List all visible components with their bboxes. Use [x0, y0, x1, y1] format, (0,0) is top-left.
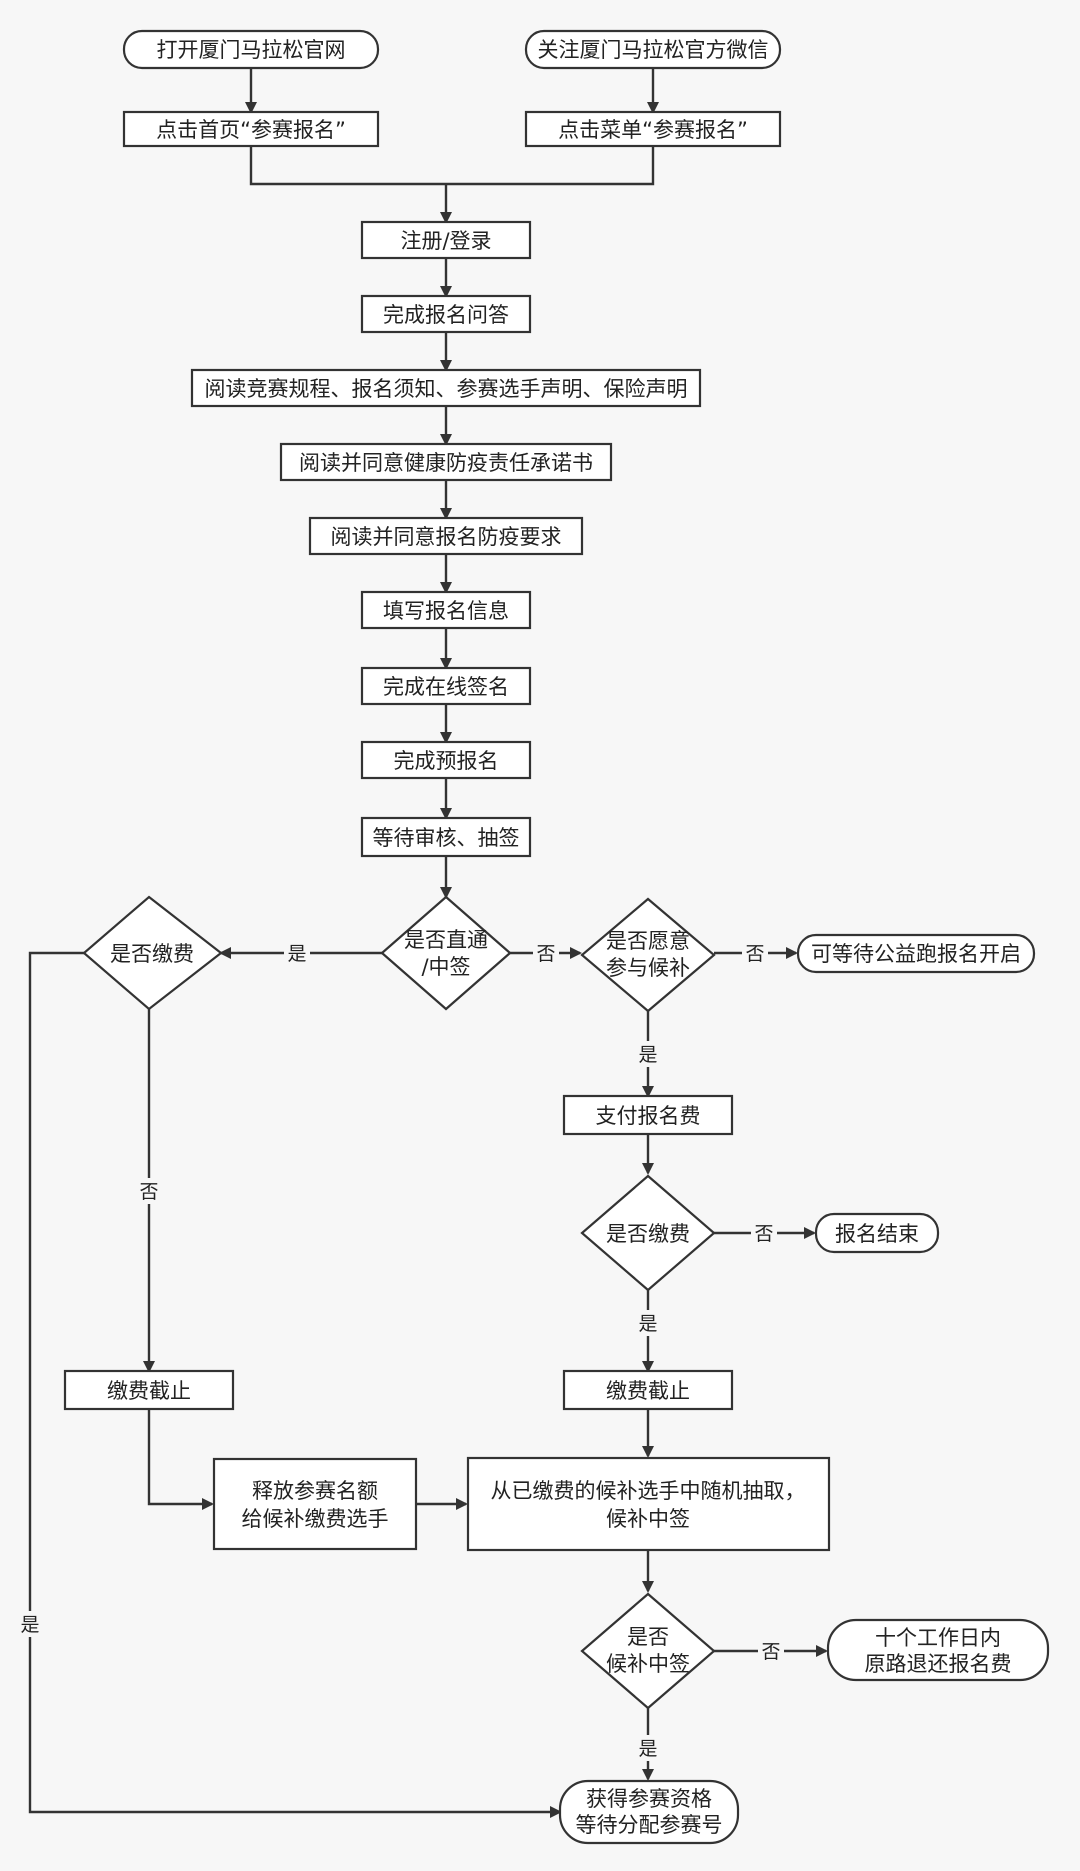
node-charity-run-label: 可等待公益跑报名开启 [811, 942, 1021, 966]
edge-labels: 是 否 否 是 否 是 否 是 否 是 [17, 940, 784, 1761]
edge-label-direct-no: 否 [536, 943, 555, 965]
node-read-rules-label: 阅读竞赛规程、报名须知、参赛选手声明、保险声明 [205, 377, 688, 401]
node-finish-qa-label: 完成报名问答 [383, 303, 509, 327]
edge-label-waitlist-no: 否 [745, 943, 764, 965]
node-refund-label-2: 原路退还报名费 [865, 1652, 1012, 1676]
node-fill-info: 填写报名信息 [360, 590, 532, 630]
node-reg-end-label: 报名结束 [835, 1222, 919, 1246]
node-fill-info-label: 填写报名信息 [383, 599, 509, 623]
edge-label-pay-left-yes: 是 [20, 1614, 39, 1636]
node-deadline-right: 缴费截止 [562, 1369, 734, 1411]
edge-label-pay-right-yes: 是 [638, 1313, 657, 1335]
node-wait-review-label: 等待审核、抽签 [373, 826, 520, 850]
node-click-menu-label: 点击菜单“参赛报名” [558, 118, 748, 142]
node-draw-label-2: 候补中签 [606, 1507, 690, 1531]
node-pay-fee-label: 支付报名费 [596, 1104, 701, 1128]
node-follow-wechat-label: 关注厦门马拉松官方微信 [538, 38, 769, 62]
node-release-label-1: 释放参赛名额 [252, 1479, 378, 1503]
node-finish-qa: 完成报名问答 [360, 294, 532, 334]
decision-pay-left: 是否缴费 [82, 895, 223, 1011]
edge-label-win-no: 否 [761, 1641, 780, 1663]
node-register-login-label: 注册/登录 [400, 229, 491, 253]
node-draw-label-1: 从已缴费的候补选手中随机抽取， [491, 1479, 806, 1503]
decision-waitlist-win: 是否 候补中签 [580, 1592, 716, 1710]
node-read-health-label: 阅读并同意健康防疫责任承诺书 [299, 451, 593, 475]
decision-direct-or-lottery: 是否直通 /中签 [380, 895, 512, 1011]
decision-direct-label-1: 是否直通 [404, 928, 488, 952]
node-click-home: 点击首页“参赛报名” [122, 110, 380, 148]
node-release-quota: 释放参赛名额 给候补缴费选手 [212, 1457, 418, 1551]
node-register-login: 注册/登录 [360, 220, 532, 260]
node-deadline-left-label: 缴费截止 [107, 1379, 191, 1403]
decision-win-label-1: 是否 [627, 1625, 669, 1649]
node-pay-fee: 支付报名费 [562, 1094, 734, 1136]
node-deadline-left: 缴费截止 [63, 1369, 235, 1411]
edge-label-pay-left-no: 否 [139, 1181, 158, 1203]
node-pre-register: 完成预报名 [360, 740, 532, 780]
node-qualify-label-2: 等待分配参赛号 [576, 1813, 723, 1837]
node-deadline-right-label: 缴费截止 [606, 1379, 690, 1403]
node-open-site: 打开厦门马拉松官网 [122, 29, 380, 70]
edge-label-direct-yes: 是 [287, 943, 306, 965]
merge-line [249, 146, 655, 186]
node-click-menu: 点击菜单“参赛报名” [524, 110, 782, 148]
node-click-home-label: 点击首页“参赛报名” [156, 118, 346, 142]
arrow-pay-left-yes [28, 951, 562, 1818]
edge-label-waitlist-yes: 是 [638, 1044, 657, 1066]
node-charity-run: 可等待公益跑报名开启 [796, 933, 1036, 974]
decision-waitlist-label-2: 参与候补 [606, 956, 690, 980]
decision-direct-label-2: /中签 [421, 955, 470, 979]
edge-label-pay-right-no: 否 [754, 1223, 773, 1245]
node-read-epidemic: 阅读并同意报名防疫要求 [308, 516, 584, 556]
node-follow-wechat: 关注厦门马拉松官方微信 [524, 29, 782, 70]
node-random-draw: 从已缴费的候补选手中随机抽取， 候补中签 [466, 1456, 831, 1552]
decision-pay-left-label: 是否缴费 [110, 942, 194, 966]
node-release-label-2: 给候补缴费选手 [242, 1507, 389, 1531]
arrow-deadline-to-release [147, 1409, 214, 1510]
node-qualify: 获得参赛资格 等待分配参赛号 [558, 1779, 740, 1845]
decision-waitlist-label-1: 是否愿意 [606, 929, 690, 953]
edge-label-win-yes: 是 [638, 1738, 657, 1760]
decision-win-label-2: 候补中签 [606, 1652, 690, 1676]
node-refund: 十个工作日内 原路退还报名费 [826, 1618, 1050, 1682]
node-refund-label-1: 十个工作日内 [875, 1626, 1001, 1650]
node-wait-review: 等待审核、抽签 [360, 816, 532, 858]
node-reg-end: 报名结束 [814, 1212, 940, 1254]
decision-pay-right-label: 是否缴费 [606, 1222, 690, 1246]
node-qualify-label-1: 获得参赛资格 [586, 1787, 712, 1811]
node-read-health: 阅读并同意健康防疫责任承诺书 [279, 442, 613, 482]
node-read-rules: 阅读竞赛规程、报名须知、参赛选手声明、保险声明 [190, 368, 702, 408]
decision-pay-right: 是否缴费 [580, 1174, 716, 1292]
node-sign-online: 完成在线签名 [360, 666, 532, 706]
node-open-site-label: 打开厦门马拉松官网 [157, 38, 346, 62]
node-pre-register-label: 完成预报名 [394, 749, 499, 773]
node-sign-online-label: 完成在线签名 [383, 675, 509, 699]
decision-join-waitlist: 是否愿意 参与候补 [580, 897, 716, 1013]
node-read-epidemic-label: 阅读并同意报名防疫要求 [331, 525, 562, 549]
